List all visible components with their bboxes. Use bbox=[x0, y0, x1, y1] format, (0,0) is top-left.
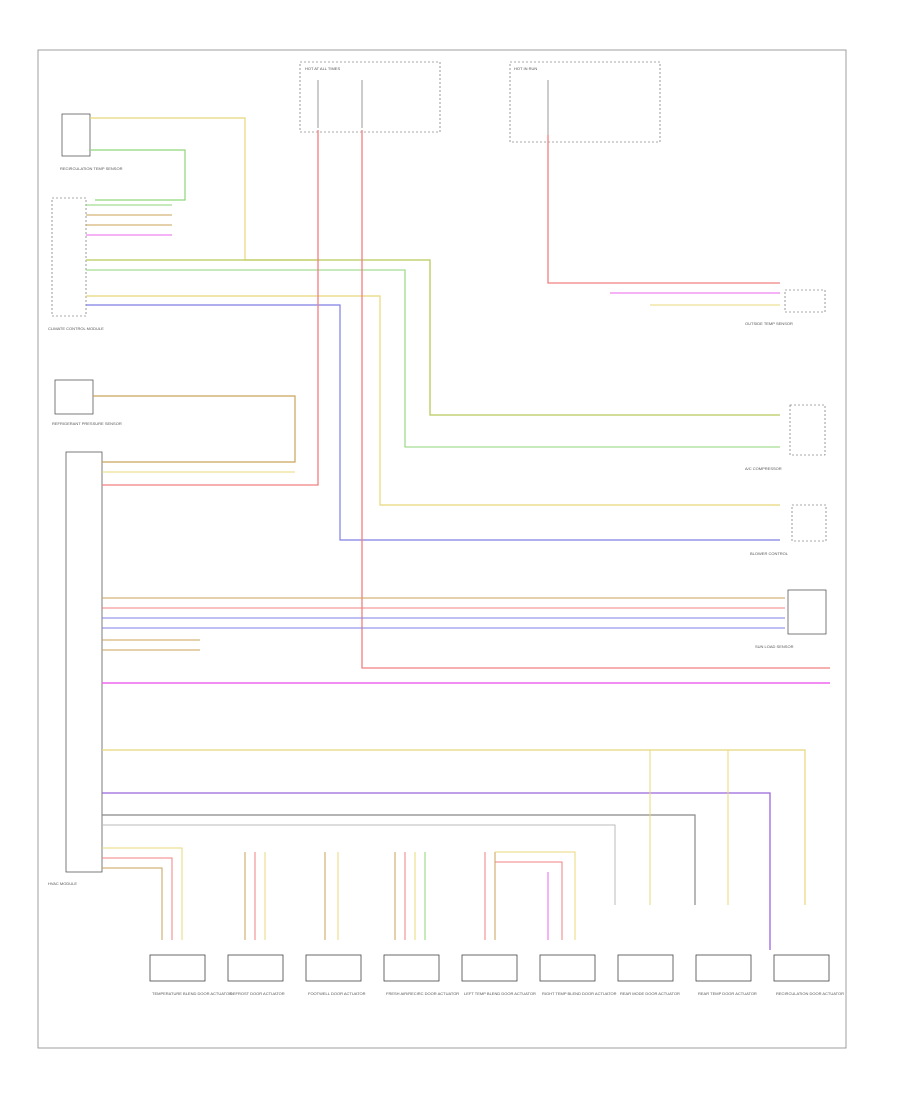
outside-temp-label: OUTSIDE TEMP SENSOR bbox=[745, 321, 793, 326]
wire-fuse-left-red bbox=[102, 130, 319, 486]
wire-temp-sensor-2 bbox=[90, 149, 186, 201]
wire-temp-sensor-1 bbox=[90, 117, 320, 261]
wire-lower-gray-2 bbox=[102, 824, 616, 905]
actuator-label: REAR MODE DOOR ACTUATOR bbox=[620, 991, 680, 996]
wire-cc-green-long bbox=[86, 259, 780, 416]
ac-compressor-label: A/C COMPRESSOR bbox=[745, 466, 782, 471]
fuse-block-right-label: HOT IN RUN bbox=[514, 66, 537, 71]
actuator-label: RIGHT TEMP BLEND DOOR ACTUATOR bbox=[542, 991, 617, 996]
fuse-block-right: HOT IN RUN bbox=[509, 61, 661, 143]
actuator-9: RECIRCULATION DOOR ACTUATOR bbox=[773, 954, 844, 996]
actuator-label: TEMPERATURE BLEND DOOR ACTUATOR bbox=[152, 991, 232, 996]
temp-sensor: RECIRCULATION TEMP SENSOR bbox=[60, 113, 123, 171]
actuator-label: DEFROST DOOR ACTUATOR bbox=[230, 991, 285, 996]
ac-compressor: A/C COMPRESSOR bbox=[745, 404, 826, 471]
wire-fuse-right-red bbox=[547, 135, 780, 284]
actuator-1: TEMPERATURE BLEND DOOR ACTUATOR bbox=[149, 954, 232, 996]
wire-cc-green-2 bbox=[86, 269, 780, 448]
wire-lower-gray bbox=[102, 814, 696, 905]
wire-refrigerant bbox=[93, 395, 296, 463]
wire-cc-yellow bbox=[86, 295, 780, 506]
diagram-frame bbox=[37, 49, 847, 1049]
fuse-block-left: HOT AT ALL TIMES bbox=[299, 61, 441, 133]
sun-sensor-label: SUN LOAD SENSOR bbox=[755, 644, 794, 649]
hvac-module-label: HVAC MODULE bbox=[48, 881, 77, 886]
temp-sensor-label: RECIRCULATION TEMP SENSOR bbox=[60, 166, 123, 171]
outside-temp-sensor: OUTSIDE TEMP SENSOR bbox=[745, 289, 826, 326]
blower-control: BLOWER CONTROL bbox=[750, 504, 827, 556]
wire-fuse-mid-red bbox=[361, 130, 830, 669]
actuator-label: REAR TEMP DOOR ACTUATOR bbox=[698, 991, 757, 996]
actuator-5: LEFT TEMP BLEND DOOR ACTUATOR bbox=[461, 954, 536, 996]
actuator-6: RIGHT TEMP BLEND DOOR ACTUATOR bbox=[539, 954, 617, 996]
blower-control-label: BLOWER CONTROL bbox=[750, 551, 789, 556]
actuator-7: REAR MODE DOOR ACTUATOR bbox=[617, 954, 680, 996]
actuator-label: LEFT TEMP BLEND DOOR ACTUATOR bbox=[464, 991, 536, 996]
actuator-8: REAR TEMP DOOR ACTUATOR bbox=[695, 954, 757, 996]
actuator-4: FRESH AIR/RECIRC DOOR ACTUATOR bbox=[383, 954, 459, 996]
climate-control-module: CLIMATE CONTROL MODULE bbox=[48, 197, 104, 331]
actuator-label: FRESH AIR/RECIRC DOOR ACTUATOR bbox=[386, 991, 459, 996]
wire-lower-yellow bbox=[102, 749, 806, 905]
wire-lower-purple bbox=[102, 792, 771, 950]
actuator-3: FOOTWELL DOOR ACTUATOR bbox=[305, 954, 366, 996]
fuse-block-left-label: HOT AT ALL TIMES bbox=[305, 66, 340, 71]
actuator-label: RECIRCULATION DOOR ACTUATOR bbox=[776, 991, 844, 996]
wire-cc-blue bbox=[86, 304, 780, 541]
refrigerant-switch: REFRIGERANT PRESSURE SENSOR bbox=[52, 379, 122, 426]
actuator-feed-wires bbox=[102, 847, 576, 940]
climate-control-label: CLIMATE CONTROL MODULE bbox=[48, 326, 104, 331]
sun-load-sensor: SUN LOAD SENSOR bbox=[755, 589, 827, 649]
hvac-module: HVAC MODULE bbox=[48, 451, 103, 886]
actuator-2: DEFROST DOOR ACTUATOR bbox=[227, 954, 285, 996]
refrigerant-switch-label: REFRIGERANT PRESSURE SENSOR bbox=[52, 421, 122, 426]
actuator-label: FOOTWELL DOOR ACTUATOR bbox=[308, 991, 366, 996]
